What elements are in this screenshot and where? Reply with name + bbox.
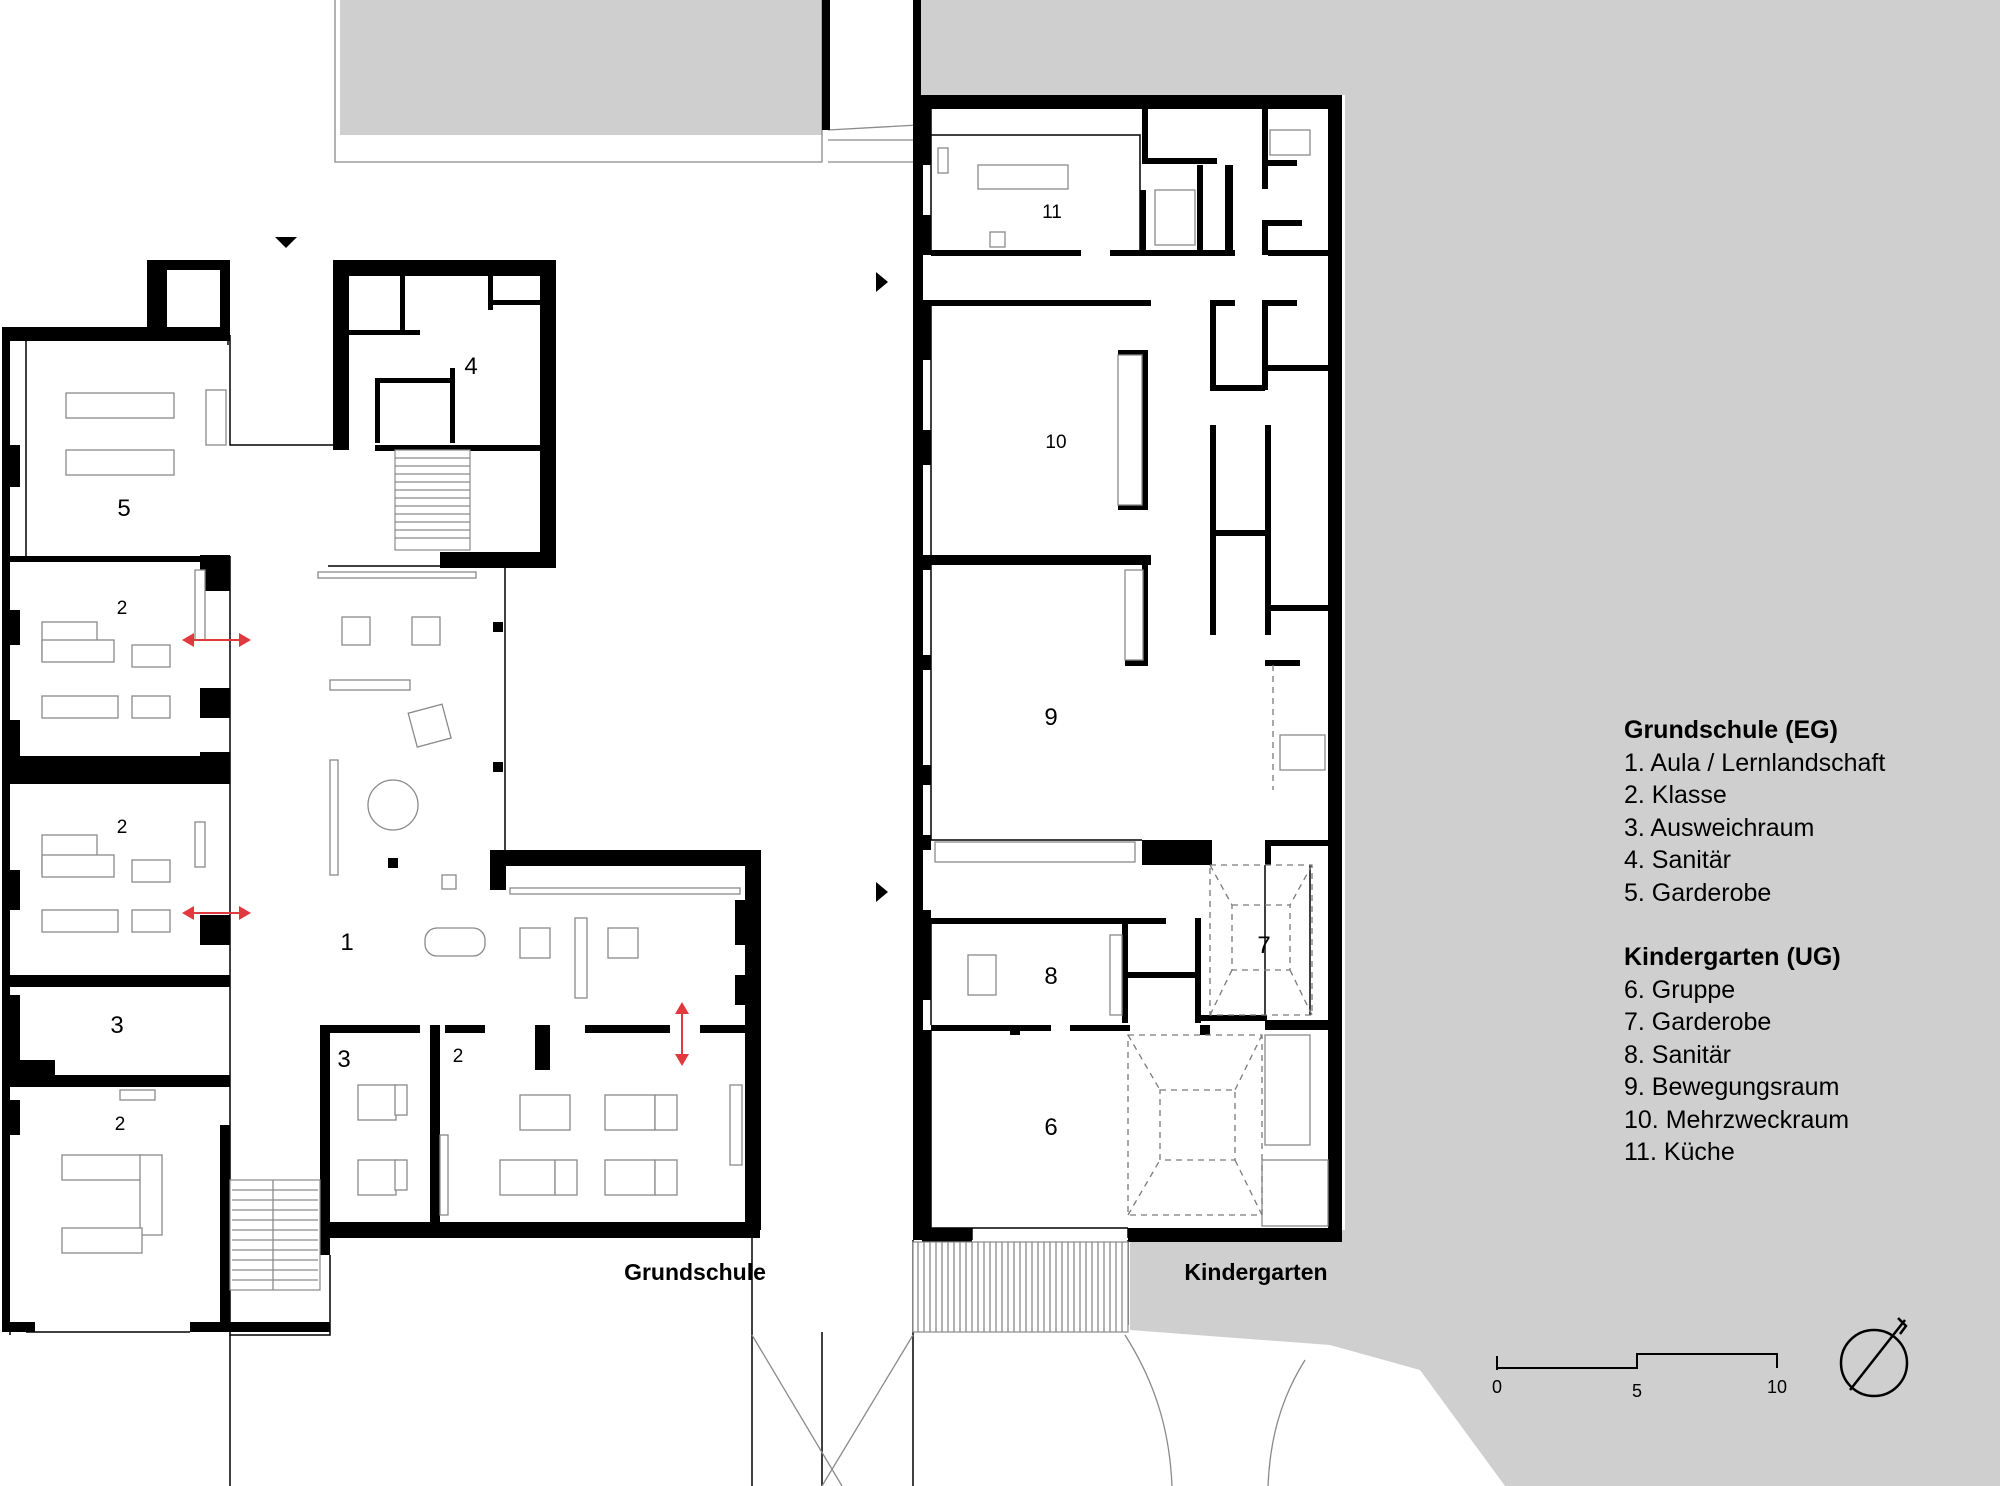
room-label-3b: 3 <box>337 1046 350 1073</box>
building-label-school: Grundschule <box>624 1259 766 1285</box>
legend-item: 1. Aula / Lernlandschaft <box>1624 748 1886 777</box>
room-label-3a: 3 <box>110 1012 123 1039</box>
site-paths <box>751 1334 1306 1486</box>
legend-item: 3. Ausweichraum <box>1624 813 1815 842</box>
school-thin-lines <box>9 260 823 1486</box>
scale-tick-10: 10 <box>1767 1377 1787 1397</box>
legend-item: 4. Sanitär <box>1624 846 1732 874</box>
legend-heading-kindergarten: Kindergarten (UG) <box>1624 943 1841 971</box>
room-label-9: 9 <box>1044 704 1057 731</box>
room-label-4: 4 <box>464 353 477 380</box>
legend-item: 5. Garderobe <box>1624 878 1772 907</box>
school-stairs <box>229 449 471 1291</box>
room-label-2b: 2 <box>117 817 128 838</box>
furniture <box>41 129 1329 1254</box>
surroundings <box>334 0 2000 1486</box>
room-label-6: 6 <box>1044 1114 1057 1141</box>
room-label-1: 1 <box>340 929 353 956</box>
legend: Grundschule (EG) 1. Aula / Lernlandschaf… <box>1624 714 1984 1169</box>
room-label-2c: 2 <box>115 1114 126 1135</box>
room-label-11: 11 <box>1042 202 1062 223</box>
legend-spacer <box>1624 909 1984 941</box>
north-arrow-icon <box>1839 1317 1909 1398</box>
kindergarten-thin-lines <box>912 109 1311 1486</box>
legend-heading-school: Grundschule (EG) <box>1624 716 1838 744</box>
room-label-8: 8 <box>1044 963 1057 990</box>
scale-bar: 0 5 10 <box>1492 1353 1787 1401</box>
legend-item: 7. Garderobe <box>1624 1008 1772 1036</box>
legend-item: 9. Bewegungsraum <box>1624 1073 1840 1101</box>
school-walls <box>2 260 761 1332</box>
legend-item: 8. Sanitär <box>1624 1040 1732 1069</box>
building-label-kindergarten: Kindergarten <box>1184 1259 1327 1285</box>
dashed-outlines <box>1127 665 1313 1216</box>
scale-tick-0: 0 <box>1492 1377 1502 1397</box>
sliding-door-arrow-icon <box>182 633 689 1066</box>
legend-item: 11. Küche <box>1624 1138 1735 1166</box>
kindergarten-steps <box>912 1241 1129 1333</box>
room-label-2a: 2 <box>117 598 128 619</box>
legend-item: 10. Mehrzweckraum <box>1624 1105 1850 1134</box>
room-label-2d: 2 <box>453 1046 464 1067</box>
legend-item: 6. Gruppe <box>1624 975 1736 1004</box>
legend-item: 2. Klasse <box>1624 781 1727 809</box>
scale-tick-5: 5 <box>1632 1381 1642 1401</box>
room-labels: 1 2 2 2 2 3 3 4 5 6 7 8 9 10 11 <box>110 202 1270 1141</box>
room-label-10: 10 <box>1045 432 1066 453</box>
room-label-7: 7 <box>1257 932 1270 959</box>
entrance-marker-icon <box>275 237 888 902</box>
room-label-5: 5 <box>117 495 130 522</box>
kindergarten-walls <box>822 0 1342 1242</box>
